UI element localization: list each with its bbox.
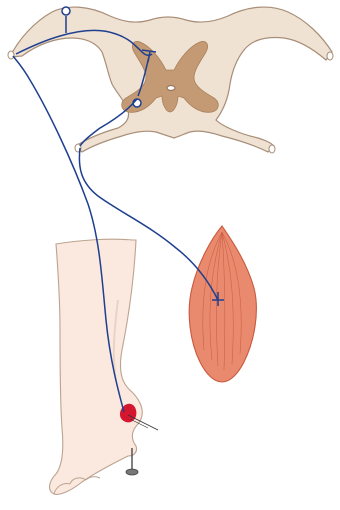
skeletal-muscle xyxy=(189,226,256,382)
ventral-root-end-right xyxy=(269,145,275,153)
central-canal xyxy=(167,86,175,91)
leg-and-foot xyxy=(50,239,158,494)
dorsal-root-end-right xyxy=(327,52,333,60)
dorsal-root-ganglion xyxy=(62,7,70,15)
dorsal-root-end-left xyxy=(8,51,14,59)
